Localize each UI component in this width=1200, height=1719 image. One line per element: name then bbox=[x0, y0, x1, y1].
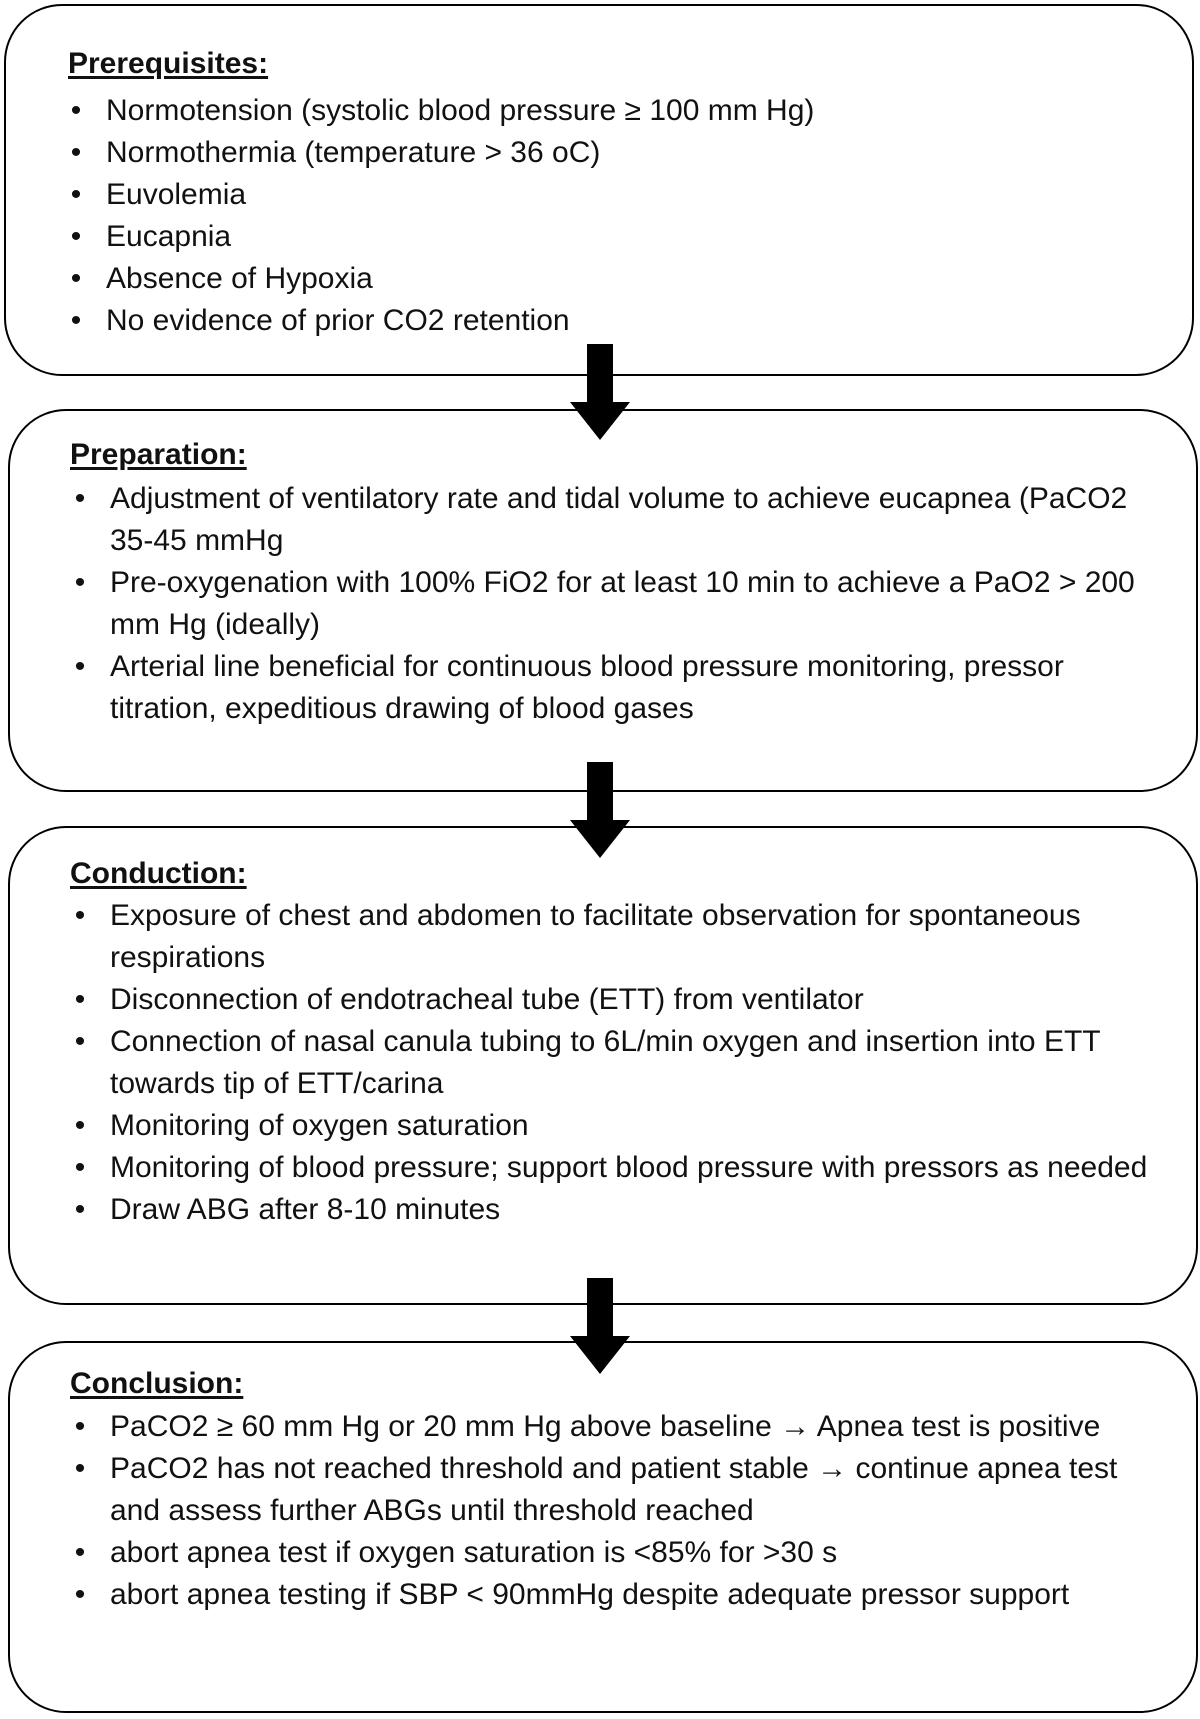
list-item: Normotension (systolic blood pressure ≥ … bbox=[66, 90, 1146, 132]
list-item: Monitoring of oxygen saturation bbox=[70, 1105, 1160, 1147]
conduction-box: Conduction: Exposure of chest and abdome… bbox=[8, 826, 1198, 1305]
list-item: No evidence of prior CO2 retention bbox=[66, 300, 1146, 342]
list-item: PaCO2 ≥ 60 mm Hg or 20 mm Hg above basel… bbox=[70, 1406, 1160, 1448]
list-item: Arterial line beneficial for continuous … bbox=[70, 646, 1160, 730]
list-item: Disconnection of endotracheal tube (ETT)… bbox=[70, 979, 1160, 1021]
conduction-list: Exposure of chest and abdomen to facilit… bbox=[70, 895, 1160, 1231]
preparation-heading: Preparation: bbox=[70, 438, 247, 471]
list-item: Pre-oxygenation with 100% FiO2 for at le… bbox=[70, 562, 1160, 646]
prerequisites-heading: Prerequisites: bbox=[68, 47, 269, 80]
conduction-heading: Conduction: bbox=[70, 857, 247, 890]
preparation-box: Preparation: Adjustment of ventilatory r… bbox=[8, 409, 1198, 792]
list-item: Adjustment of ventilatory rate and tidal… bbox=[70, 478, 1160, 562]
prerequisites-list: Normotension (systolic blood pressure ≥ … bbox=[66, 90, 1146, 342]
arrow-down-icon bbox=[570, 762, 630, 858]
list-item: Exposure of chest and abdomen to facilit… bbox=[70, 895, 1160, 979]
list-item: Normothermia (temperature > 36 oC) bbox=[66, 132, 1146, 174]
list-item: PaCO2 has not reached threshold and pati… bbox=[70, 1448, 1160, 1532]
prerequisites-box: Prerequisites: Normotension (systolic bl… bbox=[4, 4, 1194, 376]
list-item: Connection of nasal canula tubing to 6L/… bbox=[70, 1021, 1160, 1105]
preparation-list: Adjustment of ventilatory rate and tidal… bbox=[70, 478, 1160, 730]
arrow-down-icon bbox=[570, 1278, 630, 1374]
list-item: abort apnea testing if SBP < 90mmHg desp… bbox=[70, 1574, 1160, 1616]
conclusion-list: PaCO2 ≥ 60 mm Hg or 20 mm Hg above basel… bbox=[70, 1406, 1160, 1616]
list-item: Euvolemia bbox=[66, 174, 1146, 216]
list-item: abort apnea test if oxygen saturation is… bbox=[70, 1532, 1160, 1574]
conclusion-heading: Conclusion: bbox=[70, 1367, 244, 1400]
list-item: Monitoring of blood pressure; support bl… bbox=[70, 1147, 1160, 1189]
conclusion-box: Conclusion: PaCO2 ≥ 60 mm Hg or 20 mm Hg… bbox=[8, 1341, 1198, 1713]
arrow-down-icon bbox=[570, 344, 630, 440]
list-item: Draw ABG after 8-10 minutes bbox=[70, 1189, 1160, 1231]
list-item: Eucapnia bbox=[66, 216, 1146, 258]
list-item: Absence of Hypoxia bbox=[66, 258, 1146, 300]
